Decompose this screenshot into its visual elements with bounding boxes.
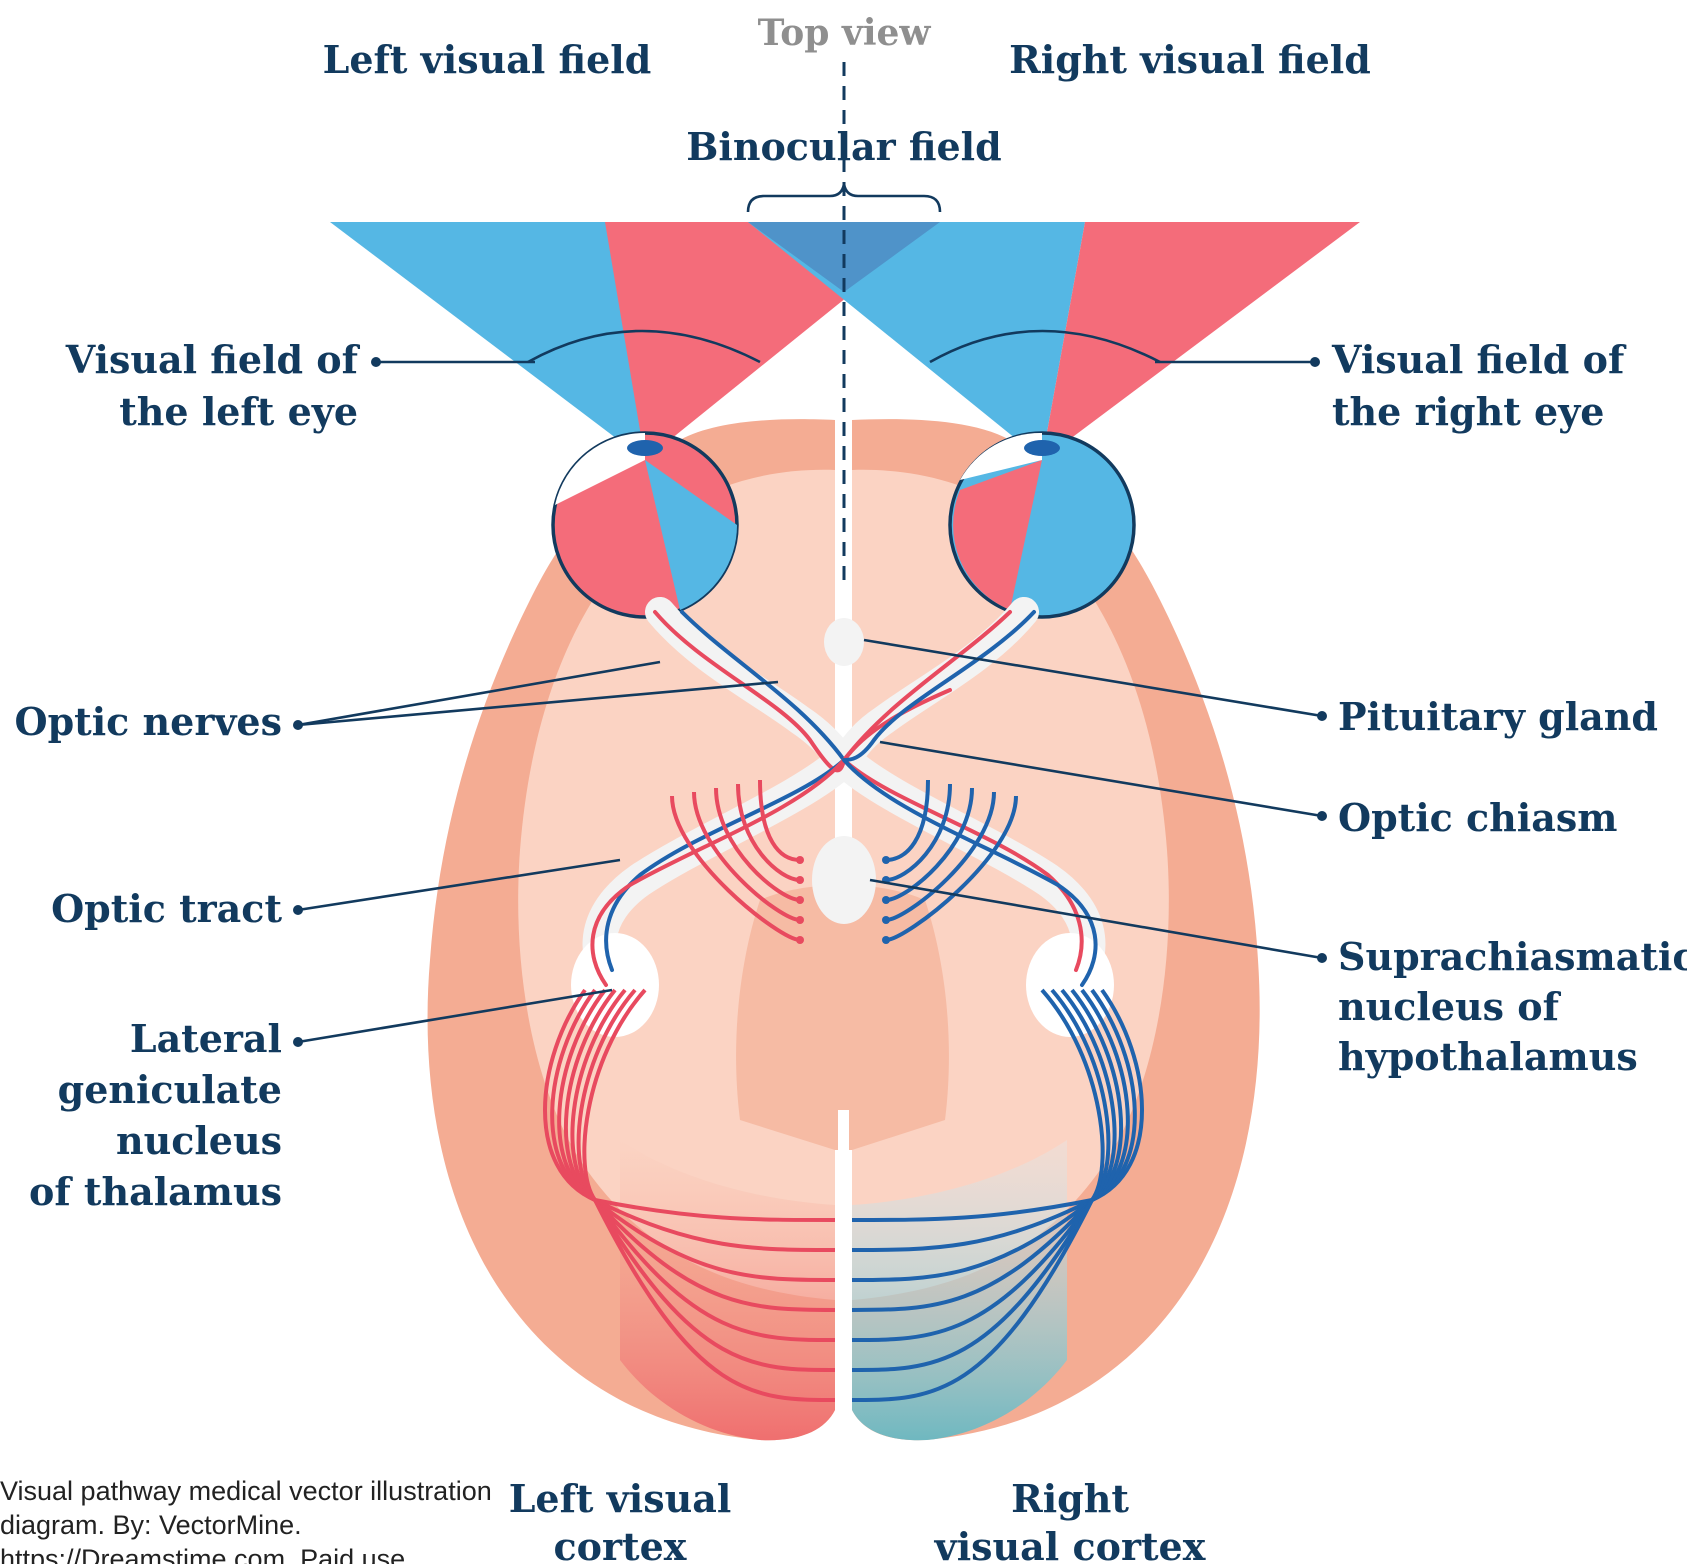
left-eye (553, 433, 737, 617)
visual-field-left-eye-label-line2: the left eye (119, 389, 358, 434)
optic-tract-label: Optic tract (51, 886, 282, 931)
visual-field-right-eye-label-line1: Visual field of (1331, 337, 1627, 382)
right-eye-lens (1024, 440, 1060, 456)
binocular-field-label: Binocular field (686, 124, 1001, 169)
pituitary-gland (824, 618, 864, 666)
left-visual-cortex-label-line2: cortex (554, 1524, 687, 1564)
left-visual-cortex-label-line1: Left visual (509, 1476, 732, 1521)
left-fiber-terminal (796, 856, 804, 864)
longitudinal-fissure (838, 1110, 849, 1430)
left-eye-field-blue (330, 222, 645, 460)
right-eye-field-red (1042, 222, 1360, 460)
right-eye (950, 433, 1134, 617)
left-fiber-terminal (796, 916, 804, 924)
optic-chiasm-label: Optic chiasm (1338, 795, 1617, 840)
lgn-label-line1: Lateral (130, 1016, 282, 1061)
left-visual-field-label: Left visual field (323, 37, 652, 82)
suprachiasmatic-label-line1: Suprachiasmatic (1338, 934, 1687, 979)
right-fiber-terminal (882, 856, 890, 864)
suprachiasmatic-label-line2: nucleus of (1338, 984, 1562, 1029)
suprachiasmatic-nucleus (812, 836, 876, 924)
image-credit-caption: Visual pathway medical vector illustrati… (0, 1474, 520, 1564)
right-fiber-terminal (882, 896, 890, 904)
left-eye-lens (627, 440, 663, 456)
visual-field-right-eye-label-line2: the right eye (1332, 389, 1604, 434)
lgn-label-line2: geniculate (58, 1067, 282, 1112)
suprachiasmatic-label-line3: hypothalamus (1338, 1034, 1638, 1079)
left-fiber-terminal (796, 936, 804, 944)
right-visual-cortex-label-line1: Right (1011, 1476, 1129, 1521)
right-fiber-terminal (882, 936, 890, 944)
lgn-label-line3: nucleus (116, 1118, 282, 1163)
top-view-label: Top view (758, 12, 932, 54)
lgn-label-line4: of thalamus (29, 1169, 282, 1214)
right-visual-field-label: Right visual field (1009, 37, 1371, 82)
visual-field-left-eye-label-line1: Visual field of (65, 337, 361, 382)
left-fiber-terminal (796, 876, 804, 884)
optic-nerves-label: Optic nerves (14, 699, 282, 744)
right-fiber-terminal (882, 916, 890, 924)
right-visual-cortex-label-line2: visual cortex (934, 1524, 1206, 1564)
left-fiber-terminal (796, 896, 804, 904)
pituitary-gland-label: Pituitary gland (1338, 694, 1658, 739)
